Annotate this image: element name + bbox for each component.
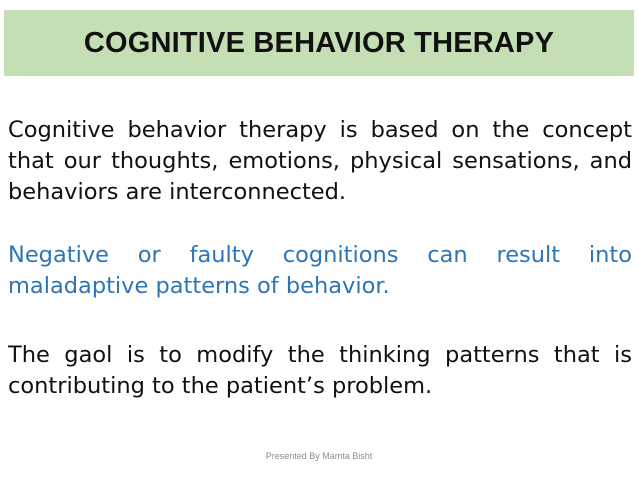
paragraph-negative-cognitions: Negative or faulty cognitions can result…	[8, 242, 632, 299]
title-banner: COGNITIVE BEHAVIOR THERAPY	[4, 10, 634, 76]
paragraph-therapy-goal: The gaol is to modify the thinking patte…	[8, 342, 632, 399]
slide-title: COGNITIVE BEHAVIOR THERAPY	[83, 26, 555, 59]
presenter-footer: Presented By Mamta Bisht	[265, 451, 373, 461]
paragraph-cbt-definition: Cognitive behavior therapy is based on t…	[8, 117, 632, 205]
